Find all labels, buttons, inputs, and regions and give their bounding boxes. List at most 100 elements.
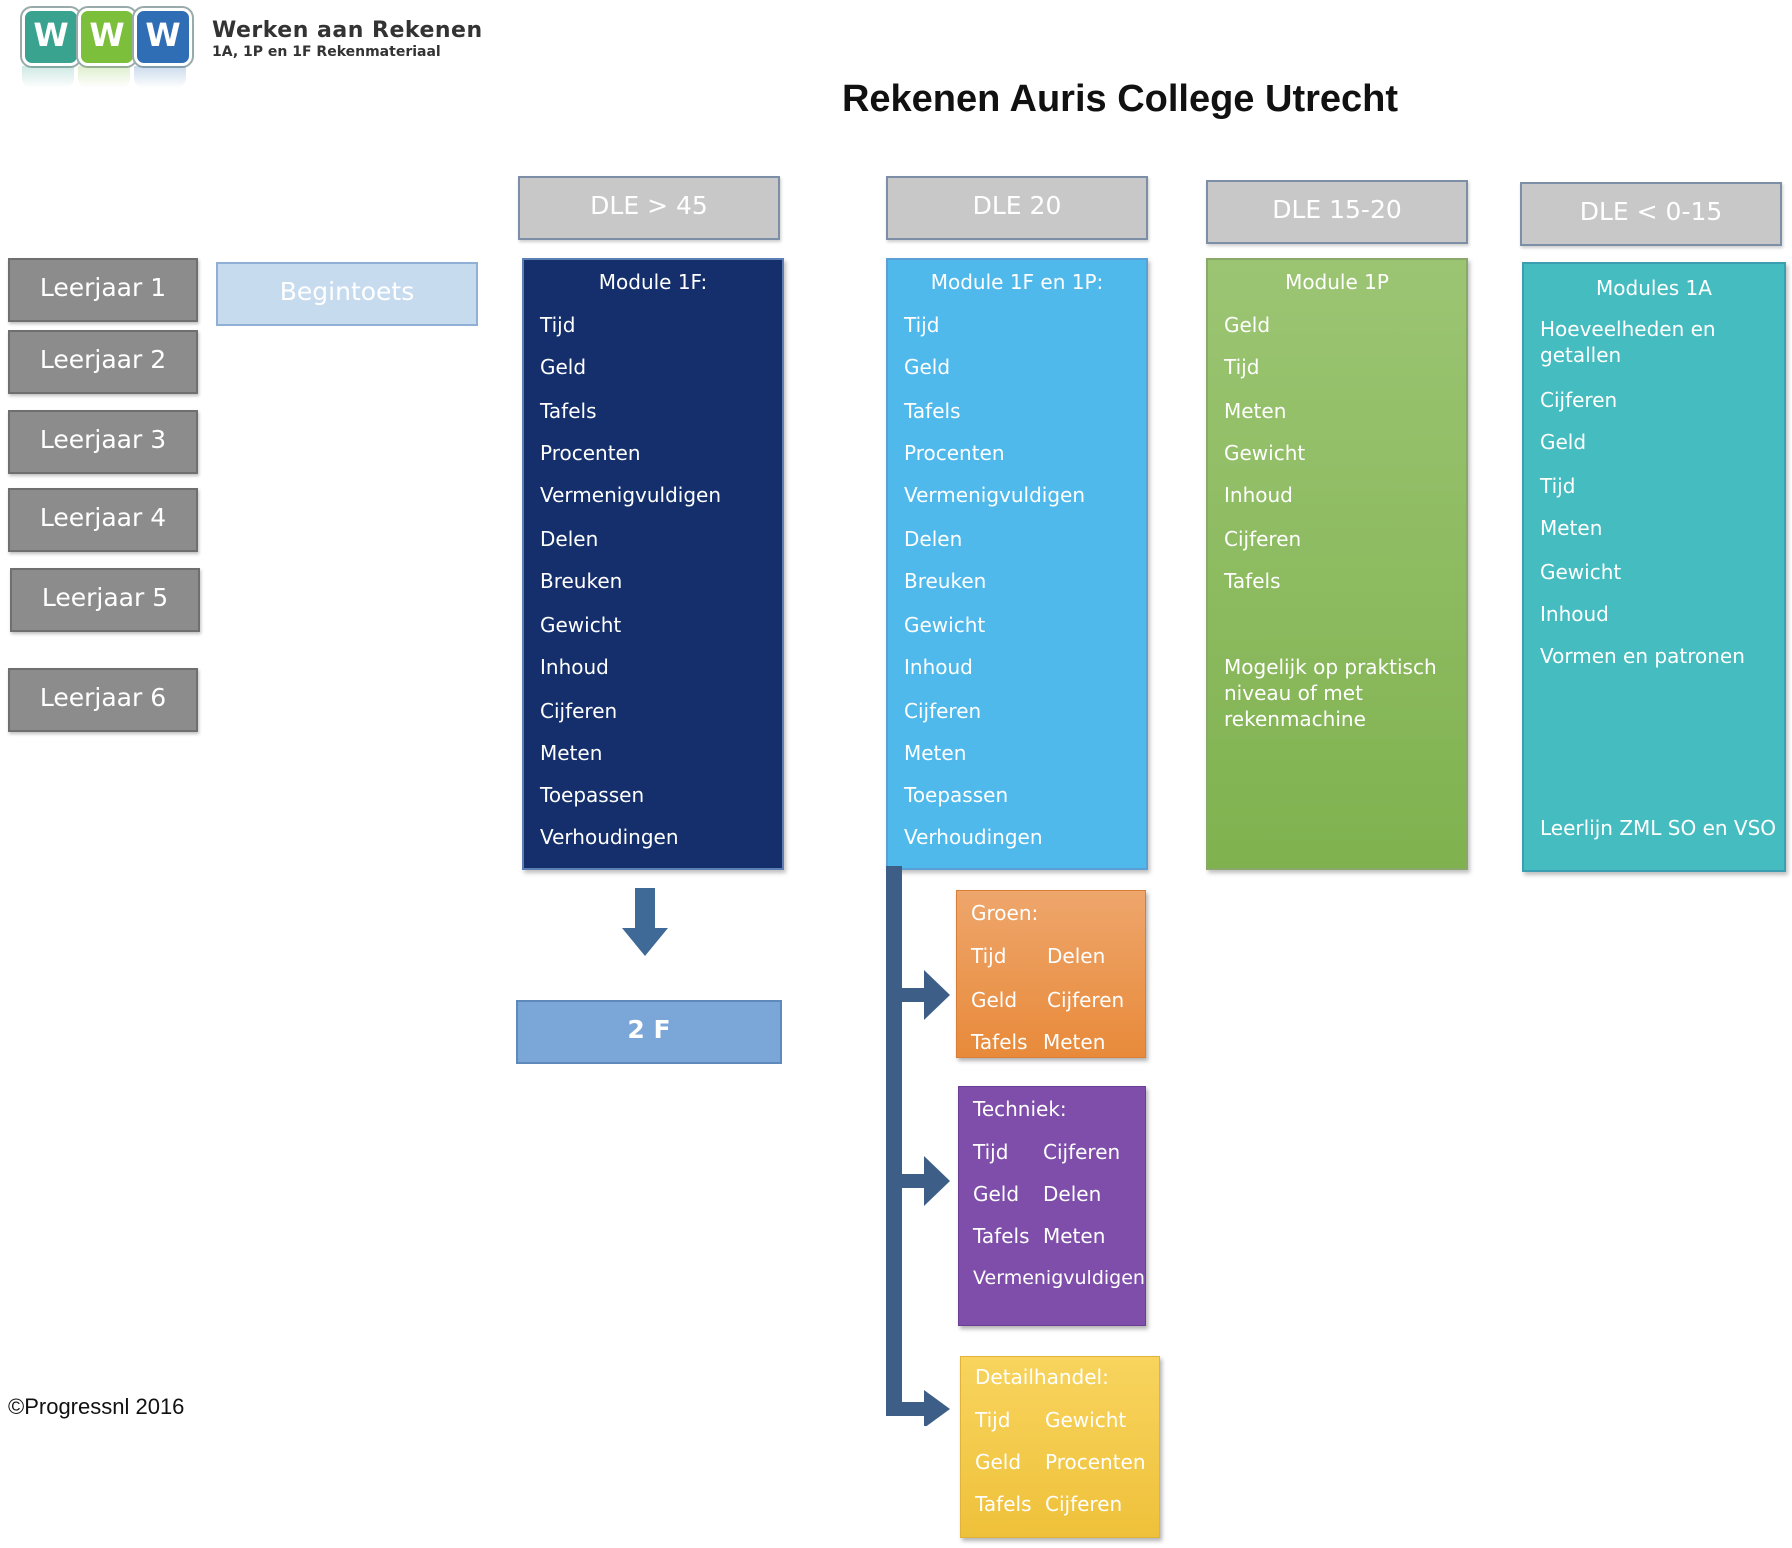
sub-box-item: Geld — [971, 988, 1018, 1012]
module-item: Procenten — [540, 441, 641, 465]
module-item: Gewicht — [904, 613, 986, 637]
module-item: Tijd — [540, 313, 576, 337]
sub-box-item: Meten — [1043, 1030, 1106, 1054]
year-box-6: Leerjaar 6 — [8, 668, 198, 732]
dle-header-2: DLE 20 — [886, 176, 1148, 240]
module-item: Verhoudingen — [904, 825, 1043, 849]
techniek-box: Techniek: Tijd Cijferen Geld Delen Tafel… — [958, 1086, 1146, 1326]
module-item: Cijferen — [904, 699, 982, 723]
module-item: Tijd — [1224, 355, 1260, 379]
logo-tile-1: W — [22, 8, 80, 66]
dle-header-3: DLE 15-20 — [1206, 180, 1468, 244]
sub-box-item: Gewicht — [1045, 1408, 1127, 1432]
sub-box-item: Cijferen — [1043, 1140, 1121, 1164]
sub-box-item: Cijferen — [1047, 988, 1125, 1012]
module-item: Vermenigvuldigen — [540, 483, 722, 507]
logo-tile-3: W — [134, 8, 192, 66]
year-box-1: Leerjaar 1 — [8, 258, 198, 322]
module-item: Geld — [1224, 313, 1271, 337]
module-item: Delen — [540, 527, 599, 551]
module-item: Inhoud — [540, 655, 609, 679]
sub-box-item: Delen — [1047, 944, 1106, 968]
sub-box-item: Tafels — [973, 1224, 1030, 1248]
module-heading: Module 1F en 1P: — [930, 270, 1104, 294]
two-f-box: 2 F — [516, 1000, 782, 1064]
sub-box-item: Cijferen — [1045, 1492, 1123, 1516]
detailhandel-box: Detailhandel: Tijd Gewicht Geld Procente… — [960, 1356, 1160, 1538]
module-item: Tafels — [1224, 569, 1281, 593]
sub-box-item: Geld — [975, 1450, 1022, 1474]
begintoets-box: Begintoets — [216, 262, 478, 326]
sub-box-item: Tijd — [971, 944, 1007, 968]
modules-1a-box: Modules 1A Hoeveelheden en getallen Cijf… — [1522, 262, 1786, 872]
module-item: Breuken — [540, 569, 623, 593]
module-item: Inhoud — [1224, 483, 1293, 507]
sub-box-item: Geld — [973, 1182, 1020, 1206]
connector-bracket — [886, 866, 950, 1426]
year-box-4: Leerjaar 4 — [8, 488, 198, 552]
sub-box-item: Meten — [1043, 1224, 1106, 1248]
sub-box-title: Groen: — [971, 901, 1039, 925]
module-item: Gewicht — [1540, 560, 1622, 584]
module-1f-1p-box: Module 1F en 1P: Tijd Geld Tafels Procen… — [886, 258, 1148, 870]
copyright-text: ©Progressnl 2016 — [8, 1394, 185, 1419]
sub-box-item: Tafels — [971, 1030, 1028, 1054]
logo-subtitle: 1A, 1P en 1F Rekenmateriaal — [212, 44, 441, 60]
page-title: Rekenen Auris College Utrecht — [841, 78, 1399, 120]
module-item: Tafels — [540, 399, 597, 423]
sub-box-item: Tijd — [975, 1408, 1011, 1432]
module-item: Meten — [1224, 399, 1287, 423]
module-1f-box: Module 1F: Tijd Geld Tafels Procenten Ve… — [522, 258, 784, 870]
module-item: Meten — [904, 741, 967, 765]
logo-reflection — [78, 66, 130, 88]
module-item: Geld — [540, 355, 587, 379]
sub-box-item: Procenten — [1045, 1450, 1146, 1474]
module-item: Delen — [904, 527, 963, 551]
module-heading: Modules 1A — [1596, 276, 1712, 300]
module-item: Cijferen — [1224, 527, 1302, 551]
module-item: Vermenigvuldigen — [904, 483, 1086, 507]
sub-box-item: Tafels — [975, 1492, 1032, 1516]
module-item: Verhoudingen — [540, 825, 679, 849]
module-item: Gewicht — [540, 613, 622, 637]
module-item: Breuken — [904, 569, 987, 593]
module-item: Procenten — [904, 441, 1005, 465]
sub-box-item: Tijd — [973, 1140, 1009, 1164]
module-item: Cijferen — [1540, 388, 1618, 412]
dle-header-1: DLE > 45 — [518, 176, 780, 240]
module-item: Tijd — [1540, 474, 1576, 498]
module-1p-box: Module 1P Geld Tijd Meten Gewicht Inhoud… — [1206, 258, 1468, 870]
module-item: Tafels — [904, 399, 961, 423]
module-item: Geld — [904, 355, 951, 379]
sub-box-title: Techniek: — [973, 1097, 1067, 1121]
module-heading: Module 1F: — [598, 270, 708, 294]
sub-box-item: Delen — [1043, 1182, 1102, 1206]
module-item: Inhoud — [904, 655, 973, 679]
logo-tile-2: W — [78, 8, 136, 66]
sub-box-item: Vermenigvuldigen — [973, 1267, 1145, 1289]
module-item: Meten — [540, 741, 603, 765]
sub-box-title: Detailhandel: — [975, 1365, 1109, 1389]
logo-title: Werken aan Rekenen — [212, 18, 483, 43]
module-item: Toepassen — [540, 783, 645, 807]
module-note: Mogelijk op praktisch niveau of met reke… — [1224, 655, 1437, 731]
logo-reflection — [22, 66, 74, 88]
module-item: Geld — [1540, 430, 1587, 454]
module-item: Hoeveelheden en getallen — [1540, 317, 1716, 367]
module-item: Tijd — [904, 313, 940, 337]
module-heading: Module 1P — [1285, 270, 1389, 294]
module-item: Vormen en patronen — [1540, 644, 1745, 668]
down-arrow-icon — [622, 888, 668, 956]
year-box-2: Leerjaar 2 — [8, 330, 198, 394]
logo-reflection — [134, 66, 186, 88]
module-item: Toepassen — [904, 783, 1009, 807]
module-item: Cijferen — [540, 699, 618, 723]
groen-box: Groen: Tijd Delen Geld Cijferen Tafels M… — [956, 890, 1146, 1058]
year-box-5: Leerjaar 5 — [10, 568, 200, 632]
module-item: Inhoud — [1540, 602, 1609, 626]
dle-header-4: DLE < 0-15 — [1520, 182, 1782, 246]
module-item: Gewicht — [1224, 441, 1306, 465]
year-box-3: Leerjaar 3 — [8, 410, 198, 474]
module-note: Leerlijn ZML SO en VSO — [1540, 816, 1777, 840]
module-item: Meten — [1540, 516, 1603, 540]
